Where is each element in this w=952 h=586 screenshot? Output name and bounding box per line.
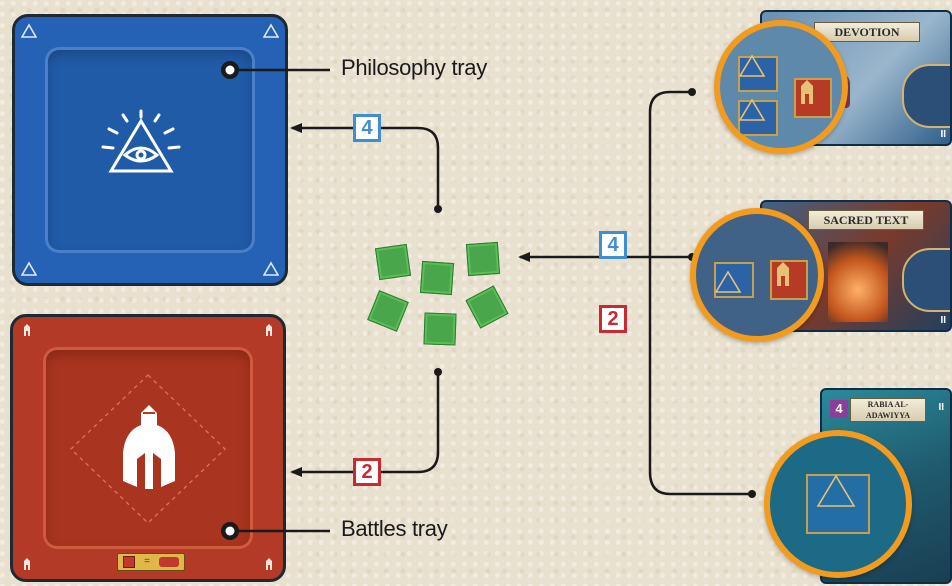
battles-count-badge: 2 [353,458,381,486]
helmet-icon [801,80,813,104]
devotion-zoom-lens [714,20,848,154]
eye-triangle-small-icon [21,261,37,276]
helmet-small-icon [24,558,30,570]
cubes-to-battles-line [290,372,440,477]
card-blue-count-badge: 4 [599,231,627,259]
philosophy-count-badge: 4 [353,114,381,142]
helmet-small-icon [24,324,30,336]
fist-icon [159,557,180,567]
spartan-helmet-icon [123,405,175,489]
resource-circle-panel [902,248,950,312]
eye-triangle-small-icon [21,23,37,38]
eye-triangle-small-icon [263,23,279,38]
battle-tile-icon [794,78,832,118]
philosophy-tile-icon [806,474,870,534]
card-doorway-glow [828,242,888,322]
battle-token-strip: = [117,553,185,571]
resource-circle-panel [902,64,950,128]
card-bracket-line [648,90,750,496]
equals-icon: = [144,556,150,567]
dashed-diamond-guide [69,374,227,524]
eye-triangle-icon [714,270,742,293]
battles-tray-label: Battles tray [341,516,448,541]
philosophy-tile-icon [738,56,778,92]
battles-tray: = [10,314,286,582]
sacred-text-card-title: Sacred Text [808,210,924,230]
helmet-icon [777,262,789,286]
eye-triangle-icon [816,474,856,507]
sacred-text-zoom-lens [690,208,824,342]
roman-two-label: II [940,129,946,140]
devotion-card-title: Devotion [814,22,920,42]
eye-in-triangle-icon [101,109,181,173]
philosophy-tray [12,14,288,286]
rabia-card-title: Rabia al-Adawiyya [850,398,926,422]
helmet-small-icon [266,324,272,336]
helmet-small-icon [266,558,272,570]
cubes-to-philosophy-line [290,123,440,209]
helmet-token-icon [122,556,135,568]
card-red-count-badge: 2 [599,305,627,333]
rabia-cost-badge: 4 [830,400,848,418]
rabia-zoom-lens [764,430,912,578]
eye-triangle-icon [738,98,766,121]
roman-two-label: II [940,315,946,326]
eye-triangle-small-icon [263,261,279,276]
philosophy-tile-icon [738,100,778,136]
roman-two-label: II [938,402,944,413]
philosophy-tray-label: Philosophy tray [341,55,487,80]
eye-triangle-icon [738,54,766,77]
